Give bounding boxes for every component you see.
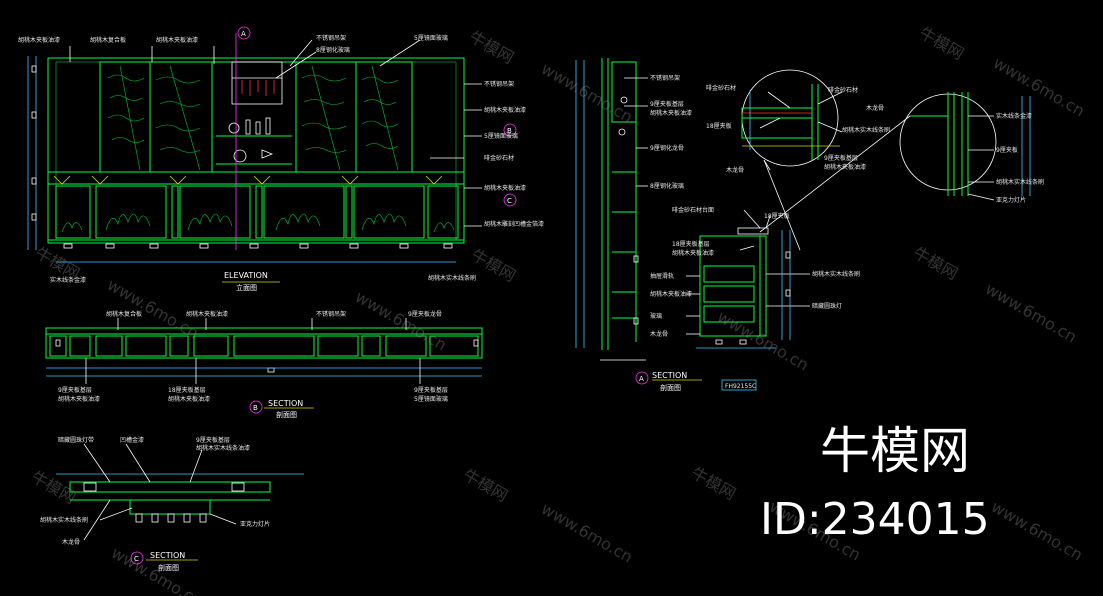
seca-label-cnt-6: 胡桃木实木线条刷	[812, 270, 860, 278]
detail-right-2: 胡桃木实木线条刷	[996, 178, 1044, 186]
seca-label-cnt-9: 木龙骨	[650, 330, 668, 338]
seca-tag: FH92155C	[725, 383, 756, 390]
seca-label-cnt-0: 啡金砂石材台面	[672, 206, 714, 214]
seca-label-cnt-5: 胡桃木夹板油漆	[650, 290, 692, 298]
secb-subtitle: 剖面图	[276, 410, 297, 419]
elevation-subtitle: 立面图	[236, 283, 257, 292]
secb-label-bottom-3: 胡桃木夹板油漆	[168, 395, 210, 403]
secb-label-top-1: 胡桃木夹板油漆	[186, 310, 228, 318]
elev-label-top-4: 8厘钢化玻璃	[316, 46, 350, 54]
watermark-name: 牛模网	[28, 467, 79, 507]
secb-label-bottom-1: 胡桃木夹板油漆	[58, 395, 100, 403]
brand-id: ID:234015	[760, 494, 990, 545]
watermark-name: 牛模网	[466, 27, 517, 67]
elev-label-right-5: 胡桃木雕刻凹槽金箔漆	[484, 220, 544, 228]
watermark-name: 牛模网	[460, 465, 511, 505]
secb-label-bottom-4: 9厘夹板基层	[414, 386, 448, 394]
elev-label-top-0: 胡桃木夹板油漆	[18, 36, 60, 44]
seca-label-cnt-1: 18厘夹板	[764, 212, 790, 220]
watermark-name: 牛模网	[688, 463, 739, 503]
watermark-name: 牛模网	[916, 23, 967, 63]
elev-label-top-3: 不锈钢吊架	[316, 34, 346, 42]
elev-label-top-1: 胡桃木复合板	[90, 36, 126, 44]
seca-label-cnt-7: 暗藏圆珠灯	[812, 302, 842, 310]
detail-mid-0: 啡金砂石材	[828, 86, 858, 94]
detail-right-3: 亚克力灯片	[996, 196, 1026, 204]
detail-left-4: 木龙骨	[726, 166, 744, 174]
elev-marker-c: C	[507, 197, 512, 205]
secb-label-bottom-2: 18厘夹板基层	[168, 386, 206, 394]
detail-mid-2: 胡桃木实木线条刷	[842, 126, 890, 134]
secc-label-side-1: 木龙骨	[62, 538, 80, 546]
elev-label-top-2: 胡桃木夹板油漆	[156, 36, 198, 44]
secb-label-bottom-5: 5厘镜面玻璃	[414, 395, 448, 403]
elevation-drawing	[27, 26, 517, 283]
watermark-url: www.6mo.cn	[988, 497, 1086, 565]
elev-label-right-0: 不锈钢吊架	[484, 80, 514, 88]
secb-label-top-0: 胡桃木复合板	[106, 310, 142, 318]
detail-left-0: 啡金砂石材	[706, 84, 736, 92]
seca-subtitle: 剖面图	[660, 383, 681, 392]
secb-label-top-3: 9厘夹板龙骨	[408, 310, 442, 318]
watermark-url: www.6mo.cn	[714, 307, 812, 375]
seca-label-col-3: 9厘钢化龙骨	[650, 144, 684, 152]
watermark-url: www.6mo.cn	[538, 59, 636, 127]
section-b-drawing	[45, 318, 483, 414]
secc-label-top-2: 9厘夹板基层	[196, 436, 230, 444]
elev-label-right-1: 胡桃木夹板油漆	[484, 106, 526, 114]
elev-marker-b: B	[507, 127, 512, 135]
seca-title: SECTION	[652, 371, 687, 380]
watermark-url: www.6mo.cn	[352, 287, 450, 355]
brand-name: 牛模网	[820, 422, 970, 480]
secc-label-top-3: 胡桃木实木线条油漆	[196, 444, 250, 452]
seca-label-cnt-8: 玻璃	[650, 312, 662, 320]
watermark-url: www.6mo.cn	[104, 275, 202, 343]
elev-label-right-2: 5厘镜面玻璃	[484, 132, 518, 140]
watermark-name: 牛模网	[910, 243, 961, 283]
seca-label-cnt-4: 抽屉滑轨	[650, 272, 674, 280]
elev-label-right-3: 啡金砂石材	[484, 154, 514, 162]
elev-marker-a: A	[241, 30, 246, 38]
detail-right-0: 实木线条金漆	[996, 112, 1032, 120]
secc-label-side-2: 亚克力灯片	[240, 520, 270, 528]
seca-label-col-2: 胡桃木夹板油漆	[650, 109, 692, 117]
secb-label-bottom-0: 9厘夹板基层	[58, 386, 92, 394]
seca-marker: A	[639, 375, 644, 383]
elevation-title: ELEVATION	[224, 271, 268, 280]
secc-title: SECTION	[150, 551, 185, 560]
watermark-url: www.6mo.cn	[982, 279, 1080, 347]
secc-subtitle: 剖面图	[158, 563, 179, 572]
secc-label-top-0: 暗藏圆珠灯带	[58, 436, 94, 444]
seca-label-cnt-3: 胡桃木夹板油漆	[672, 249, 714, 257]
detail-left-3: 胡桃木夹板油漆	[824, 163, 866, 171]
seca-label-col-4: 8厘钢化玻璃	[650, 182, 684, 190]
section-c-drawing	[56, 443, 304, 565]
seca-label-cnt-2: 18厘夹板基层	[672, 240, 710, 248]
section-a-drawing	[575, 58, 810, 391]
secc-label-top-1: 凹槽金漆	[120, 436, 144, 444]
elev-label-bottom-0: 实木线条金漆	[50, 276, 86, 284]
detail-mid-1: 木龙骨	[866, 104, 884, 112]
elev-label-top-5: 5厘镜面玻璃	[414, 34, 448, 42]
detail-left-2: 9厘夹板基层	[824, 154, 858, 162]
watermark-url: www.6mo.cn	[990, 53, 1088, 121]
secc-label-side-0: 胡桃木实木线条刷	[40, 516, 88, 524]
detail-right-1: 9厘夹板	[996, 146, 1018, 154]
secc-marker: C	[134, 555, 139, 563]
elev-label-right-4: 胡桃木夹板油漆	[484, 184, 526, 192]
watermark-url: www.6mo.cn	[538, 499, 636, 567]
elev-label-bottom-1: 胡桃木实木线条刷	[428, 274, 476, 282]
secb-label-top-2: 不锈钢吊架	[316, 310, 346, 318]
seca-label-col-0: 不锈钢吊架	[650, 74, 680, 82]
secb-title: SECTION	[268, 399, 303, 408]
secb-marker: B	[253, 404, 258, 412]
detail-left-1: 18厘夹板	[706, 122, 732, 130]
seca-label-col-1: 9厘夹板基层	[650, 100, 684, 108]
detail-drawings	[741, 69, 1031, 251]
